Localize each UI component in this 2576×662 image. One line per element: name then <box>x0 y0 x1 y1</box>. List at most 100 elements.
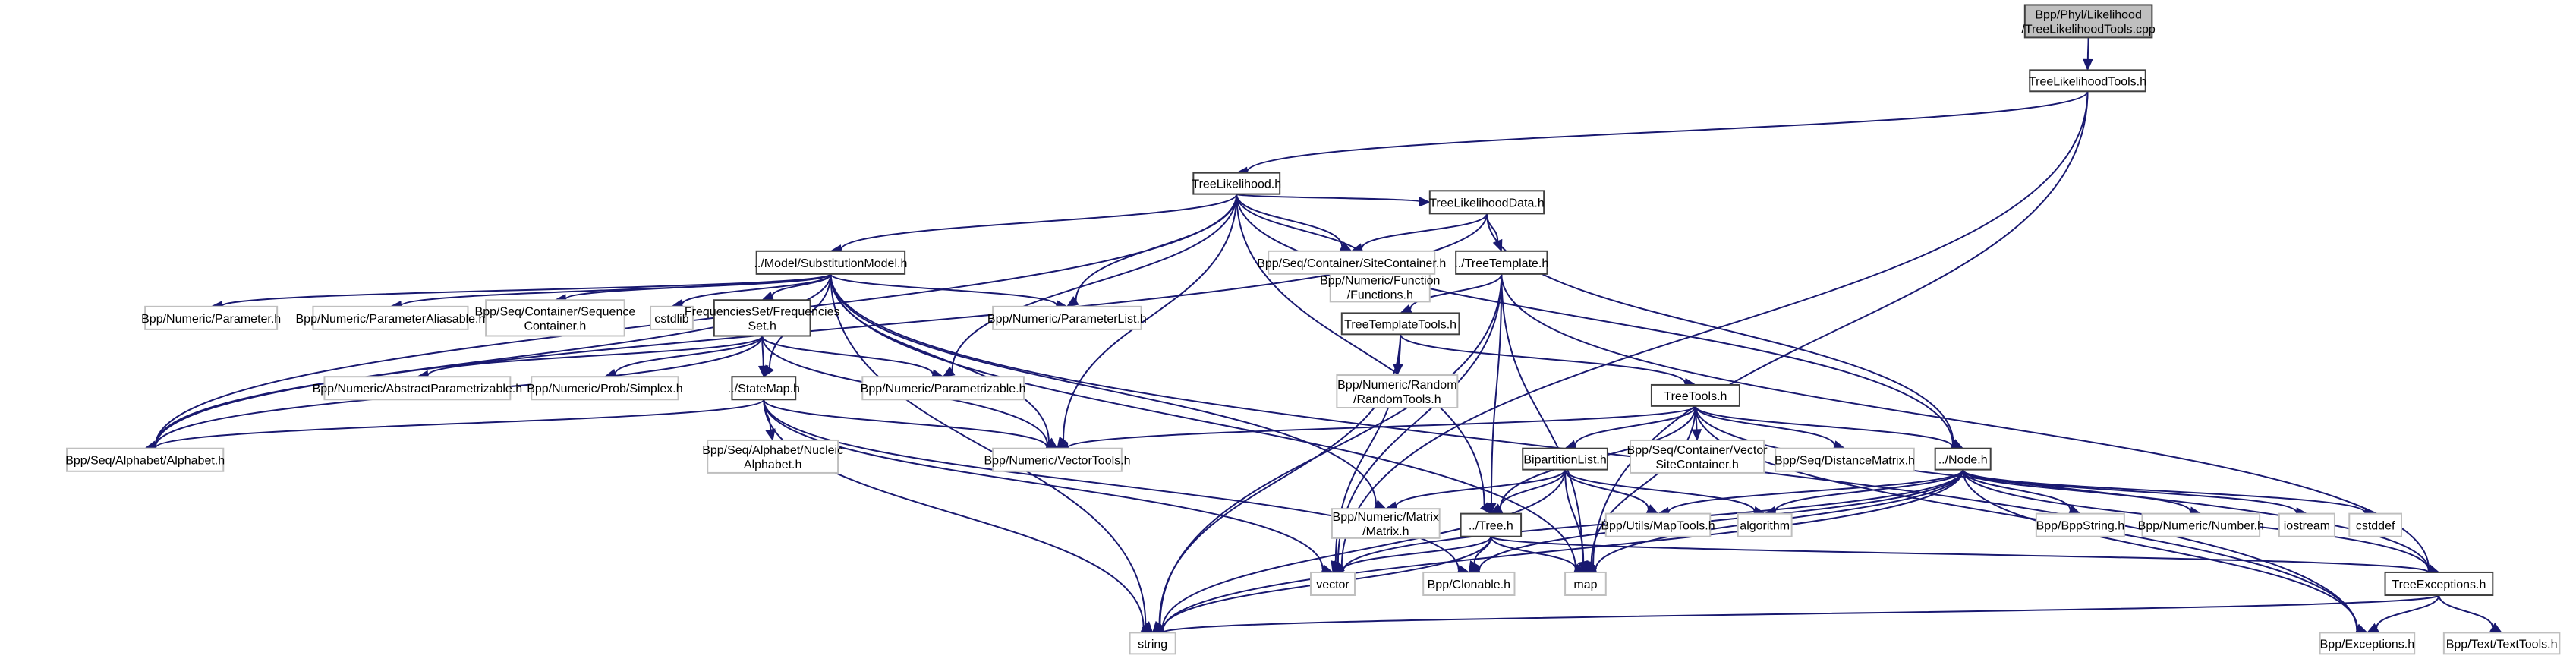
node-tlt-h[interactable]: TreeLikelihoodTools.h <box>2029 69 2146 93</box>
edge-node_h-to-maptools_h <box>1667 469 1964 513</box>
node-treeexc-h[interactable]: TreeExceptions.h <box>2384 571 2494 597</box>
edge-tl_h-to-alphabet_h <box>154 194 1238 446</box>
node-tree-h[interactable]: ../Tree.h <box>1460 512 1523 537</box>
node-box <box>1129 632 1176 655</box>
edge-bipartition_h-to-matrix_h <box>1395 469 1567 507</box>
node-label: /Matrix.h <box>1362 525 1409 538</box>
node-label: Alphabet.h <box>744 459 802 471</box>
node-distmatrix-h: Bpp/Seq/DistanceMatrix.h <box>1775 447 1915 472</box>
edge-node_h-to-number_h <box>1962 469 2192 512</box>
node-box[interactable] <box>1460 512 1523 537</box>
node-box[interactable] <box>1192 172 1281 195</box>
node-exceptions-h: Bpp/Exceptions.h <box>2319 632 2416 655</box>
node-box[interactable] <box>2023 4 2153 39</box>
node-box[interactable] <box>2384 571 2494 597</box>
edge-treetools_h-to-bipartition_h <box>1574 405 1696 446</box>
node-box[interactable] <box>755 250 906 275</box>
node-label: ../Node.h <box>1938 454 1988 467</box>
arrowhead-icon <box>942 366 956 377</box>
node-parametrizable-h: Bpp/Numeric/Parametrizable.h <box>861 376 1026 401</box>
node-box <box>1329 271 1431 303</box>
node-box[interactable] <box>1455 250 1548 275</box>
node-label: Bpp/Numeric/Matrix <box>1333 511 1439 524</box>
node-box[interactable] <box>1934 447 1992 471</box>
arrowhead-icon <box>765 428 776 442</box>
node-box[interactable] <box>1428 190 1545 215</box>
node-box[interactable] <box>1340 312 1460 336</box>
node-parameter-h: Bpp/Numeric/Parameter.h <box>141 305 281 330</box>
node-root[interactable]: Bpp/Phyl/Likelihood/TreeLikelihoodTools.… <box>2021 4 2156 39</box>
edge-treetemplate_h-to-tree_h <box>1490 273 1503 503</box>
arrowhead-icon <box>1399 304 1413 314</box>
node-submodel-h[interactable]: ../Model/SubstitutionModel.h <box>754 250 907 275</box>
node-simplex-h: Bpp/Numeric/Prob/Simplex.h <box>527 376 683 401</box>
node-node-h[interactable]: ../Node.h <box>1934 447 1992 471</box>
edge-treetools_h-to-node_h <box>1694 405 1954 447</box>
node-box <box>707 439 839 474</box>
arrowhead-icon <box>761 291 775 301</box>
node-tldata-h[interactable]: TreeLikelihoodData.h <box>1428 190 1545 215</box>
edge-tl_h-to-node_h <box>1236 194 1954 446</box>
edge-treeexc_h-to-string <box>1162 594 2440 633</box>
node-cstdlib: cstdlib <box>650 305 694 330</box>
edge-treetemplate_h-to-ttt_h <box>1409 273 1503 310</box>
node-randomtools-h: Bpp/Numeric/Random/RandomTools.h <box>1336 374 1459 409</box>
node-box[interactable] <box>1650 383 1740 407</box>
edge-freqset_h-to-absparam_h <box>427 335 764 377</box>
nodes-layer: Bpp/Phyl/Likelihood/TreeLikelihoodTools.… <box>65 4 2561 655</box>
node-label: Bpp/BppString.h <box>2036 520 2125 533</box>
node-treetools-h[interactable]: TreeTools.h <box>1650 383 1740 407</box>
node-label: iostream <box>2284 520 2330 533</box>
edge-treetools_h-to-vectortools_h <box>1066 405 1696 449</box>
node-box[interactable] <box>731 376 797 401</box>
node-label: string <box>1138 638 1167 651</box>
node-alphabet-h: Bpp/Seq/Alphabet/Alphabet.h <box>65 447 225 472</box>
edge-root-to-tlt_h <box>2086 37 2089 60</box>
node-box <box>1604 512 1712 537</box>
node-bipartition-h[interactable]: BipartitionList.h <box>1522 447 1608 471</box>
node-freqset-h[interactable]: FrequenciesSet/FrequenciesSet.h <box>685 299 840 337</box>
node-treetemplate-h[interactable]: ../TreeTemplate.h <box>1454 250 1548 275</box>
node-ttt-h[interactable]: TreeTemplateTools.h <box>1340 312 1460 336</box>
node-box <box>531 376 679 401</box>
edge-bipartition_h-to-tree_h <box>1499 469 1567 509</box>
edge-treetools_h-to-distmatrix_h <box>1694 405 1835 446</box>
edge-node_h-to-bppstring_h <box>1962 469 2071 510</box>
node-label: /Functions.h <box>1347 289 1413 302</box>
edge-tree_h-to-treeexc_h <box>1490 535 2430 573</box>
node-tl-h[interactable]: TreeLikelihood.h <box>1192 172 1281 195</box>
arrowhead-icon <box>2083 58 2093 71</box>
node-label: Bpp/Utils/MapTools.h <box>1601 520 1715 533</box>
node-label: Bpp/Exceptions.h <box>2320 638 2415 651</box>
edge-tree_h-to-map <box>1490 536 1576 569</box>
node-box <box>66 447 225 472</box>
node-box <box>312 305 469 330</box>
edge-submodel_h-to-string <box>830 273 1147 626</box>
node-label: BipartitionList.h <box>1523 454 1606 467</box>
node-label: Bpp/Numeric/ParameterAliasable.h <box>296 313 486 326</box>
edge-tl_h-to-tldata_h <box>1236 193 1420 203</box>
node-paramaliasable-h: Bpp/Numeric/ParameterAliasable.h <box>296 305 486 330</box>
node-label: TreeTools.h <box>1664 390 1727 403</box>
node-box[interactable] <box>1522 447 1608 471</box>
node-label: Bpp/Text/TextTools.h <box>2446 638 2558 651</box>
node-statemap-h[interactable]: ../StateMap.h <box>728 376 800 401</box>
node-box <box>1422 571 1516 597</box>
node-label: /RandomTools.h <box>1353 393 1441 406</box>
node-label: ../StateMap.h <box>728 383 800 396</box>
node-box <box>2278 512 2335 537</box>
node-box <box>1630 439 1765 474</box>
edge-tlt_h-to-vector <box>1340 91 2089 567</box>
edge-statemap_h-to-clonable_h <box>763 399 1460 570</box>
node-box <box>2141 512 2261 537</box>
node-label: Container.h <box>524 320 586 333</box>
node-box <box>144 305 279 330</box>
node-label: FrequenciesSet/Frequencies <box>685 305 840 318</box>
node-box <box>1775 447 1915 472</box>
node-box[interactable] <box>713 299 811 337</box>
node-box[interactable] <box>2029 69 2146 93</box>
node-texttools-h: Bpp/Text/TextTools.h <box>2442 632 2561 655</box>
node-box <box>485 299 625 337</box>
